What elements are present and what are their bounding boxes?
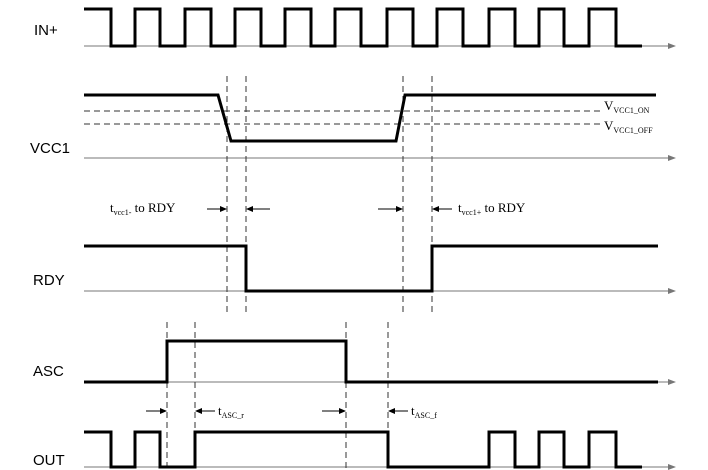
waveform-out xyxy=(84,430,642,469)
signal-label-rdy: RDY xyxy=(33,272,65,289)
timing-label-vcc1-plus: tvcc1+ to RDY xyxy=(458,200,526,217)
waveform-in-plus xyxy=(84,7,642,48)
waveform-vcc1 xyxy=(84,93,656,143)
timing-asc-r: tASC_r xyxy=(146,403,244,420)
timing-vcc1-plus-to-rdy: tvcc1+ to RDY xyxy=(378,200,526,217)
timing-label-asc-r: tASC_r xyxy=(218,403,244,420)
timing-asc-f: tASC_f xyxy=(322,403,437,420)
signal-label-vcc1: VCC1 xyxy=(30,140,70,157)
waveform-asc xyxy=(84,339,658,384)
signal-label-out: OUT xyxy=(33,452,65,469)
axis-vcc1 xyxy=(84,155,676,161)
signal-label-asc: ASC xyxy=(33,363,64,380)
timing-label-asc-f: tASC_f xyxy=(411,403,437,420)
vcc1-on-label: VVCC1_ON xyxy=(604,98,650,115)
vcc1-off-label: VVCC1_OFF xyxy=(604,118,653,135)
timing-label-vcc1-minus: tvcc1- to RDY xyxy=(110,200,176,217)
timing-vcc1-minus-to-rdy: tvcc1- to RDY xyxy=(110,200,270,217)
signal-label-in-plus: IN+ xyxy=(34,22,58,39)
waveform-rdy xyxy=(84,244,658,293)
